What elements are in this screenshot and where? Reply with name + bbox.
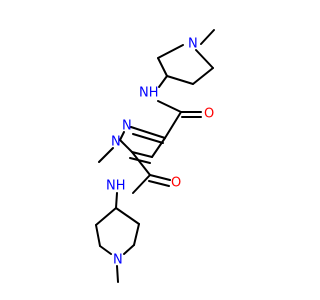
amide-nh-top-label: NH bbox=[139, 86, 159, 101]
pyrazole-n1-label: N bbox=[111, 135, 121, 150]
bond bbox=[115, 192, 118, 209]
amide-nh-bottom-label: NH bbox=[106, 179, 126, 194]
n-bottom-piperidine-label: N bbox=[113, 253, 123, 268]
bond bbox=[192, 67, 214, 85]
bond bbox=[95, 207, 117, 226]
oxygen-top-label: O bbox=[204, 107, 214, 122]
bond bbox=[116, 265, 119, 283]
bond bbox=[98, 147, 114, 163]
bond bbox=[115, 207, 140, 225]
atom-label-pyrazole-n2: N bbox=[122, 119, 132, 134]
bond bbox=[158, 75, 168, 88]
bond bbox=[149, 174, 171, 181]
atom-label-pyrazole-n1: N bbox=[111, 135, 121, 150]
atom-label-amide-nh-top: NH bbox=[139, 86, 159, 101]
bond-layer bbox=[95, 29, 215, 283]
atom-label-n-top-piperidine: N bbox=[188, 37, 198, 52]
atom-label-amide-nh-bottom: NH bbox=[106, 179, 126, 194]
bond bbox=[195, 49, 214, 69]
bond bbox=[99, 245, 112, 255]
bond bbox=[157, 100, 182, 113]
bond bbox=[151, 137, 166, 158]
bond bbox=[119, 131, 125, 141]
bond bbox=[129, 157, 151, 164]
molecule-structure-diagram: N NH O N N O NH N bbox=[95, 29, 215, 283]
bond bbox=[133, 223, 140, 246]
bond bbox=[200, 29, 215, 45]
bond bbox=[132, 133, 164, 144]
bond bbox=[131, 151, 153, 158]
bond bbox=[131, 151, 151, 176]
bond bbox=[95, 224, 101, 247]
bond bbox=[132, 174, 151, 194]
bond bbox=[148, 180, 170, 187]
n-top-piperidine-label: N bbox=[188, 37, 198, 52]
pyrazole-n2-label: N bbox=[122, 119, 132, 134]
oxygen-bottom-label: O bbox=[171, 176, 181, 191]
bond bbox=[157, 44, 184, 59]
bond bbox=[166, 75, 194, 85]
bond bbox=[119, 139, 133, 153]
atom-label-n-bottom-piperidine: N bbox=[113, 253, 123, 268]
bond bbox=[164, 111, 182, 139]
bond bbox=[130, 126, 166, 139]
bond bbox=[157, 57, 168, 77]
atom-label-oxygen-bottom: O bbox=[171, 176, 181, 191]
atom-label-layer: N NH O N N O NH N bbox=[106, 37, 214, 268]
atom-label-oxygen-top: O bbox=[204, 107, 214, 122]
bond bbox=[123, 244, 135, 255]
